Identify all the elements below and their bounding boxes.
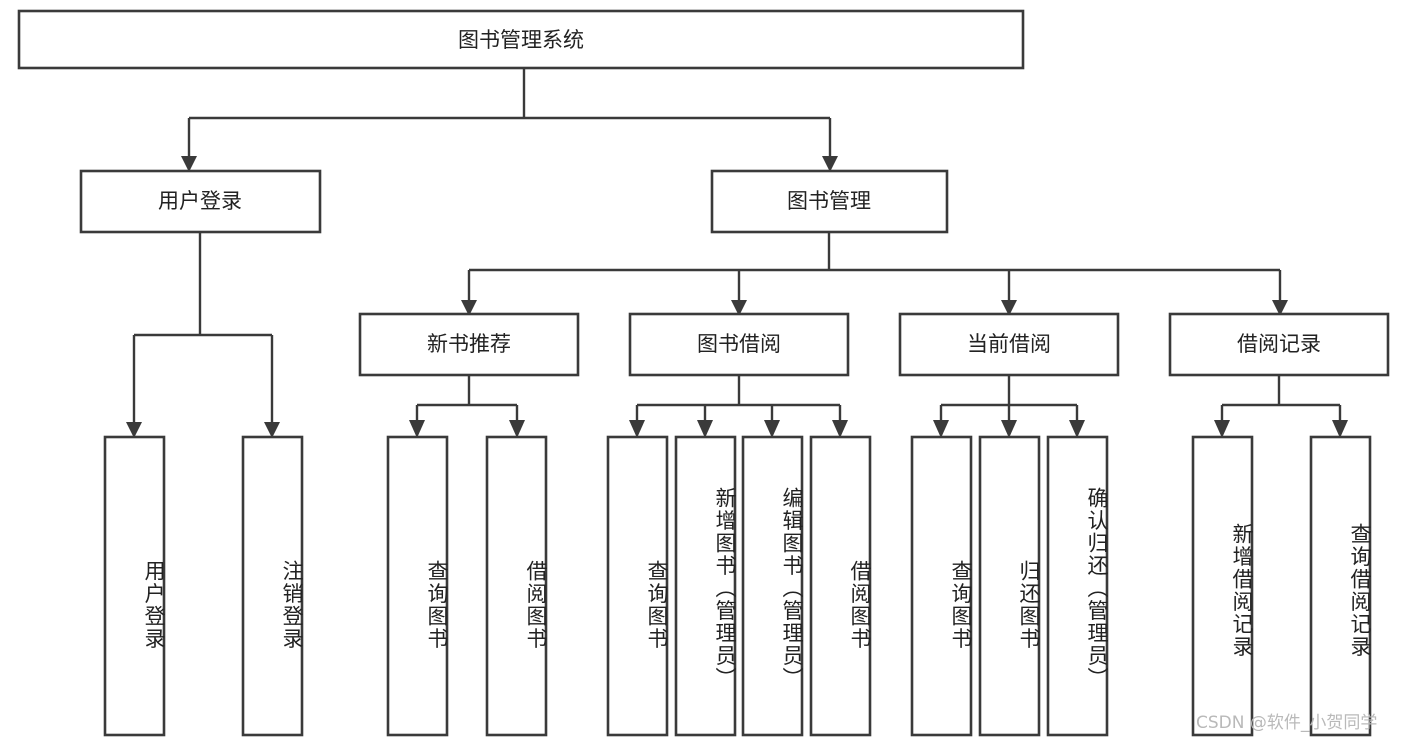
- node-return-books-box[interactable]: [978, 435, 1041, 737]
- node-query-books-2-box[interactable]: [606, 435, 669, 737]
- node-query-borrow-record-box[interactable]: [1309, 435, 1372, 737]
- node-new-book-recommend-box[interactable]: [358, 312, 580, 377]
- node-query-books-3-box[interactable]: [910, 435, 973, 737]
- node-borrow-records-label: 借阅记录: [1237, 332, 1321, 356]
- node-root-label: 图书管理系统: [458, 28, 584, 52]
- node-book-borrowing-label: 图书借阅: [697, 332, 781, 356]
- node-book-borrowing-box[interactable]: [628, 312, 850, 377]
- node-new-book-recommend-label: 新书推荐: [427, 332, 511, 356]
- connector-root-to-level2: [181, 68, 838, 172]
- node-add-borrow-record-box[interactable]: [1191, 435, 1254, 737]
- connector-current-borrowing-to-children: [933, 375, 1085, 438]
- node-current-borrowing-label: 当前借阅: [967, 332, 1051, 356]
- node-confirm-return-admin-box[interactable]: [1046, 435, 1109, 737]
- node-borrow-books-1-box[interactable]: [485, 435, 548, 737]
- node-borrow-records-box[interactable]: [1168, 312, 1390, 377]
- node-borrow-books-2-box[interactable]: [809, 435, 872, 737]
- node-user-login-do-box[interactable]: [103, 435, 166, 737]
- node-user-login-label: 用户登录: [158, 189, 242, 213]
- connector-borrow-records-to-children: [1214, 375, 1348, 438]
- node-edit-book-admin-box[interactable]: [741, 435, 804, 737]
- connector-book-borrowing-to-children: [629, 375, 848, 438]
- node-query-books-1-box[interactable]: [386, 435, 449, 737]
- node-user-login-box[interactable]: [79, 169, 322, 234]
- node-user-logout-box[interactable]: [241, 435, 304, 737]
- node-book-management-box[interactable]: [710, 169, 949, 234]
- csdn-watermark: CSDN @软件_小贺同学: [1196, 713, 1378, 733]
- node-book-management-label: 图书管理: [787, 189, 871, 213]
- connector-new-book-recommend-to-children: [409, 375, 525, 438]
- node-current-borrowing-box[interactable]: [898, 312, 1120, 377]
- node-add-book-admin-box[interactable]: [674, 435, 737, 737]
- connector-user-login-to-children: [126, 232, 280, 438]
- connector-book-management-to-children: [461, 232, 1288, 316]
- node-root-box[interactable]: [17, 9, 1025, 70]
